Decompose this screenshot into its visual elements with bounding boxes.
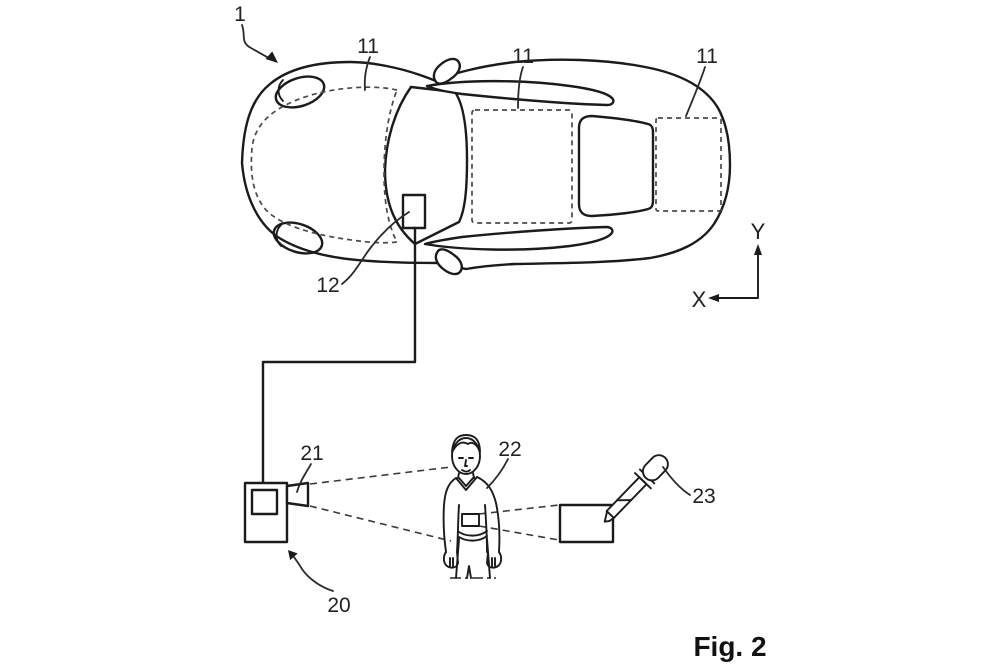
headlight-front-right <box>272 221 324 255</box>
headlight-front-left <box>274 75 326 109</box>
mechanical-key-drawing <box>603 454 669 523</box>
car-top-view-drawing <box>240 57 732 276</box>
side-window-bottom <box>423 225 614 251</box>
cabin-outline <box>409 85 469 246</box>
person-hair <box>451 434 481 453</box>
x-axis-label: X <box>692 287 707 312</box>
person-face <box>458 457 474 473</box>
x-axis-arrowhead <box>708 294 719 302</box>
beam-person-to-box-upper <box>478 504 560 515</box>
key-head <box>641 454 669 482</box>
label-measuring-device: 20 <box>327 594 350 617</box>
axes-lines <box>715 251 759 299</box>
roof-antenna-zone <box>471 109 573 224</box>
leader-antenna-roof <box>517 66 524 109</box>
measuring-device-drawing <box>243 481 310 544</box>
y-axis-label: Y <box>751 219 766 244</box>
leader-control-unit <box>341 211 410 285</box>
leader-person <box>486 458 509 489</box>
rear-window <box>577 114 655 218</box>
label-person: 22 <box>498 438 521 461</box>
person-right-arm <box>476 476 501 553</box>
device-display <box>250 488 279 516</box>
sensor-lens <box>285 481 310 508</box>
y-axis-arrowhead <box>754 244 762 255</box>
person-left-hand <box>442 551 459 569</box>
person-drawing <box>442 434 503 579</box>
reference-annotations: 1 11 11 11 12 20 21 22 23 <box>234 3 718 617</box>
label-antenna-front: 11 <box>357 35 379 58</box>
key-shaft <box>605 476 648 519</box>
rear-antenna-zone <box>655 117 722 212</box>
pocket-device-box <box>461 513 480 527</box>
leader-antenna-rear <box>685 66 706 117</box>
hood-antenna-zone <box>250 86 398 244</box>
leader-sensor <box>296 463 312 493</box>
person-belt <box>458 530 488 542</box>
person-head <box>451 437 481 475</box>
label-sensor: 21 <box>300 442 323 465</box>
key-shaft-hatch <box>616 499 633 502</box>
label-control-unit: 12 <box>316 274 339 297</box>
person-left-arm <box>442 477 457 553</box>
label-antenna-roof: 11 <box>512 45 534 68</box>
person-legs <box>455 538 491 579</box>
label-vehicle: 1 <box>234 3 246 26</box>
beam-person-to-box-lower <box>478 525 560 541</box>
leader-key <box>662 466 691 496</box>
wing-mirror-top <box>432 57 461 85</box>
leader-measuring-device-arrowhead <box>288 550 298 561</box>
beam-sensor-to-person-upper <box>309 466 452 485</box>
connection-wire <box>261 226 417 485</box>
leader-vehicle-arrowhead <box>265 51 278 63</box>
wing-mirror-bottom <box>434 248 463 276</box>
label-antenna-rear: 11 <box>696 45 718 68</box>
beam-sensor-to-person-lower <box>309 505 452 542</box>
leader-measuring-device <box>293 556 334 592</box>
coordinate-axes: Y X <box>692 219 766 312</box>
person-collar <box>455 476 478 491</box>
target-box <box>558 503 615 544</box>
label-key: 23 <box>692 485 715 508</box>
side-window-top <box>425 79 615 107</box>
figure-caption: Fig. 2 <box>693 631 766 662</box>
person-inner-arms <box>456 504 488 553</box>
measurement-beams <box>309 466 560 542</box>
windshield-arc <box>383 85 417 246</box>
leader-antenna-front <box>363 56 371 91</box>
control-unit-box <box>401 193 427 230</box>
leader-vehicle <box>241 24 270 59</box>
